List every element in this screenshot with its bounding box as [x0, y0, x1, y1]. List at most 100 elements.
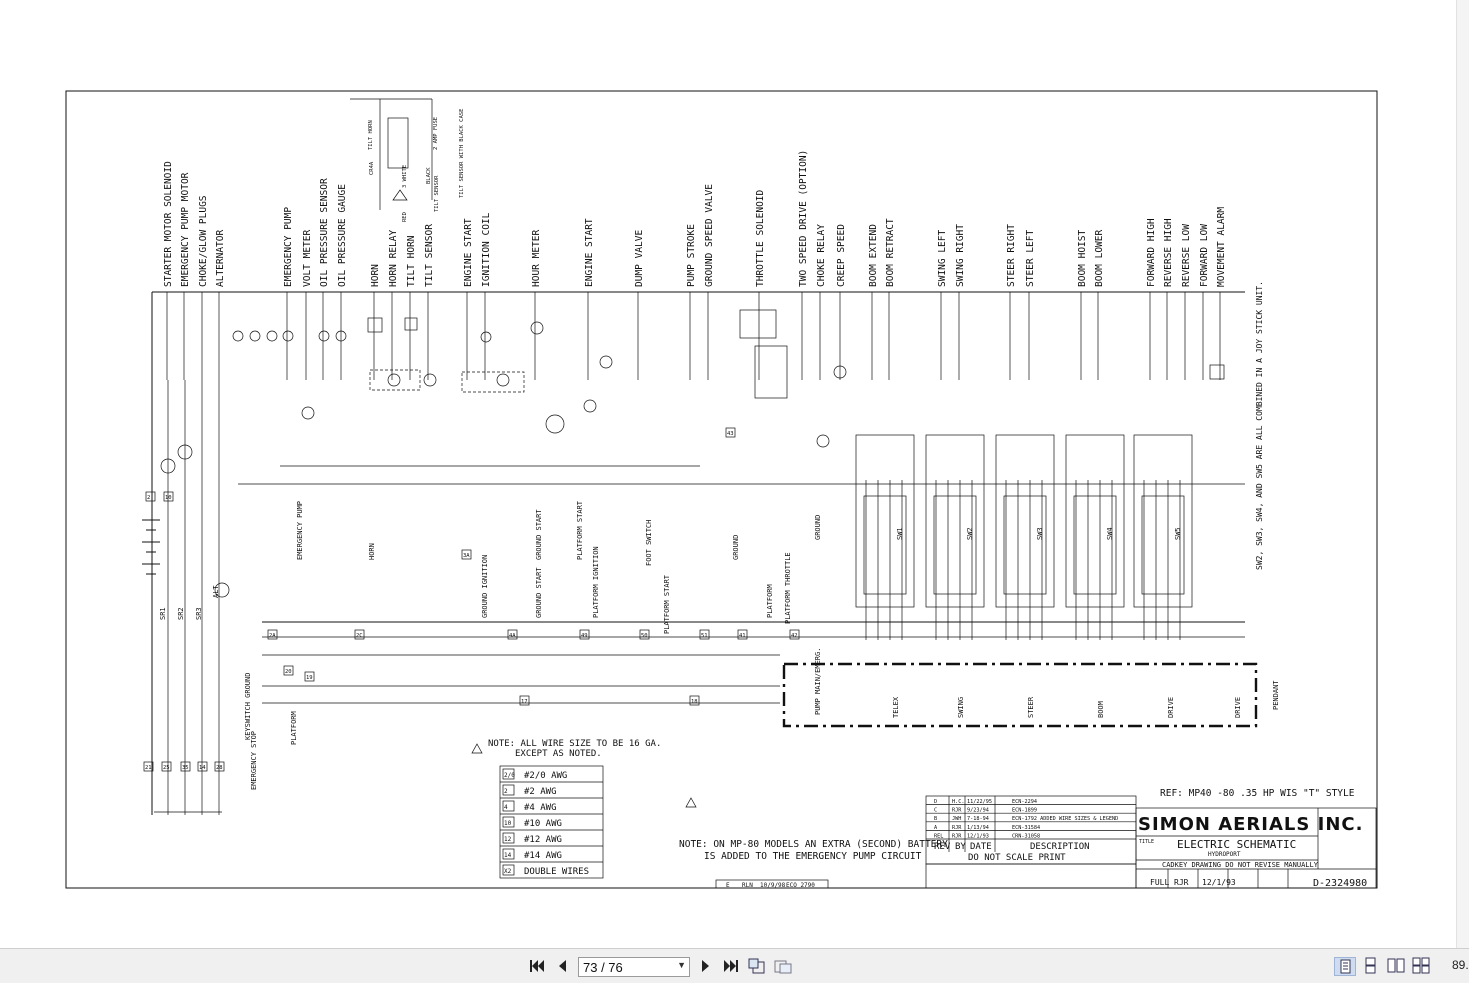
- switch-label: GROUND: [732, 535, 740, 560]
- fit-page-button[interactable]: [772, 956, 794, 976]
- component-label: CHOKE RELAY: [816, 224, 827, 287]
- tilt-detail-label: TILT HORN: [368, 120, 374, 150]
- bottom-rev-by: RLN: [742, 882, 753, 889]
- component-label: BOOM EXTEND: [868, 224, 879, 287]
- ground-label: SR3: [195, 607, 203, 620]
- component-label: ALTERNATOR: [215, 230, 226, 287]
- wire-number: 51: [701, 633, 708, 639]
- component-label: EMERGENCY PUMP: [283, 207, 294, 287]
- wire-note-line2: EXCEPT AS NOTED.: [515, 749, 602, 759]
- rev-header-rev: REV: [934, 842, 951, 852]
- revision-cell: ECN-2294: [1012, 799, 1037, 805]
- ground-label: SR2: [177, 607, 185, 620]
- page-number-value: 73 / 76: [583, 959, 623, 975]
- two-page-continuous-icon: [1412, 957, 1430, 974]
- viewer-toolbar: 73 / 76 ▼ 89.: [0, 948, 1469, 983]
- two-page-view-button[interactable]: [1386, 957, 1408, 976]
- zoom-level[interactable]: 89.: [1452, 958, 1469, 972]
- revision-cell: CRN-31058: [1012, 833, 1040, 839]
- chevron-down-icon: ▼: [677, 960, 686, 970]
- last-page-button[interactable]: [720, 956, 742, 976]
- vertical-scrollbar[interactable]: [1456, 0, 1469, 948]
- switch-label: GROUND IGNITION: [481, 555, 489, 618]
- wire-note-line1: NOTE: ALL WIRE SIZE TO BE 16 GA.: [488, 739, 661, 749]
- wire-number: 2C: [356, 633, 363, 639]
- component-label: SWING LEFT: [937, 230, 948, 287]
- revision-cell: RJR: [952, 833, 962, 839]
- wire-number: 42: [791, 633, 798, 639]
- component-label: CREEP SPEED: [836, 224, 847, 287]
- drawing-date: 12/1/93: [1202, 878, 1236, 887]
- bottom-rev-desc: ECO 2790: [786, 882, 815, 889]
- component-label: FORWARD HIGH: [1146, 218, 1157, 287]
- joystick-switch-grid: [855, 434, 1193, 640]
- component-label: THROTTLE SOLENOID: [755, 189, 766, 287]
- two-page-continuous-view-button[interactable]: [1411, 957, 1433, 976]
- side-note: SW2, SW3, SW4, AND SW5 ARE ALL COMBINED …: [1255, 281, 1264, 570]
- revision-cell: JWH: [952, 816, 961, 822]
- battery-section: [142, 292, 230, 815]
- joystick-label: SW5: [1174, 527, 1182, 540]
- tilt-detail: [350, 98, 433, 210]
- next-page-button[interactable]: [696, 956, 716, 976]
- component-label: BOOM HOIST: [1077, 230, 1088, 287]
- next-page-icon: [702, 960, 709, 972]
- component-label: ENGINE START: [463, 218, 474, 287]
- ground-label: SR1: [159, 607, 167, 620]
- revision-cell: ECN-31584: [1012, 825, 1040, 831]
- revision-cell: D: [934, 799, 937, 805]
- previous-page-button[interactable]: [552, 956, 572, 976]
- tilt-detail-label: RED: [402, 212, 408, 222]
- legend-label: #12 AWG: [524, 835, 562, 845]
- revision-cell: RJR: [952, 825, 962, 831]
- wire-number: 49: [581, 633, 588, 639]
- rev-header-desc: DESCRIPTION: [1030, 842, 1090, 852]
- legend-tag: X2: [504, 868, 512, 875]
- two-page-icon: [1387, 958, 1405, 973]
- component-label: OIL PRESSURE GAUGE: [337, 184, 348, 287]
- rev-header-date: DATE: [970, 842, 992, 852]
- single-page-icon: [1340, 959, 1351, 974]
- switch-label: PLATFORM: [290, 711, 298, 745]
- page-number-select[interactable]: 73 / 76 ▼: [578, 957, 690, 977]
- pendant-label: PENDANT: [1272, 680, 1280, 710]
- revision-cell: 1/13/94: [967, 825, 989, 831]
- revision-cell: ECN-1792 ADDED WIRE SIZES & LEGEND: [1012, 816, 1118, 822]
- title-block: [1135, 807, 1377, 889]
- pendant-label: BOOM: [1097, 701, 1105, 718]
- component-label: GROUND SPEED VALVE: [704, 184, 715, 287]
- rotate-view-button[interactable]: [746, 956, 768, 976]
- revision-cell: RJR: [952, 808, 962, 814]
- joystick-label: SW2: [966, 527, 974, 540]
- revision-cell: A: [934, 825, 938, 831]
- single-page-view-button[interactable]: [1334, 957, 1356, 976]
- tilt-detail-label: 3 WHITE: [402, 165, 408, 188]
- component-label: STEER RIGHT: [1006, 224, 1017, 287]
- revision-cell: REL: [934, 833, 943, 839]
- tilt-detail-label: TILT SENSOR: [434, 175, 440, 212]
- continuous-view-button[interactable]: [1360, 957, 1382, 976]
- component-label: TILT SENSOR: [424, 224, 435, 287]
- legend-label: DOUBLE WIRES: [524, 867, 589, 877]
- wire-number: 14: [199, 765, 206, 771]
- wire-number: 10: [165, 495, 172, 501]
- battery-note-line2: IS ADDED TO THE EMERGENCY PUMP CIRCUIT: [704, 851, 922, 862]
- switch-label: GROUND START: [535, 567, 543, 618]
- wire-number: 28: [216, 765, 223, 771]
- legend-tag: 2/0: [504, 772, 515, 779]
- pendant-label: SWING: [957, 697, 965, 718]
- rev-header-by: BY: [955, 842, 966, 852]
- first-page-button[interactable]: [526, 956, 548, 976]
- component-label: REVERSE LOW: [1181, 224, 1192, 287]
- revision-cell: 12/1/93: [967, 833, 989, 839]
- joystick-label: SW4: [1106, 527, 1114, 540]
- legend-tag: 14: [504, 852, 512, 859]
- wire-number: 35: [182, 765, 189, 771]
